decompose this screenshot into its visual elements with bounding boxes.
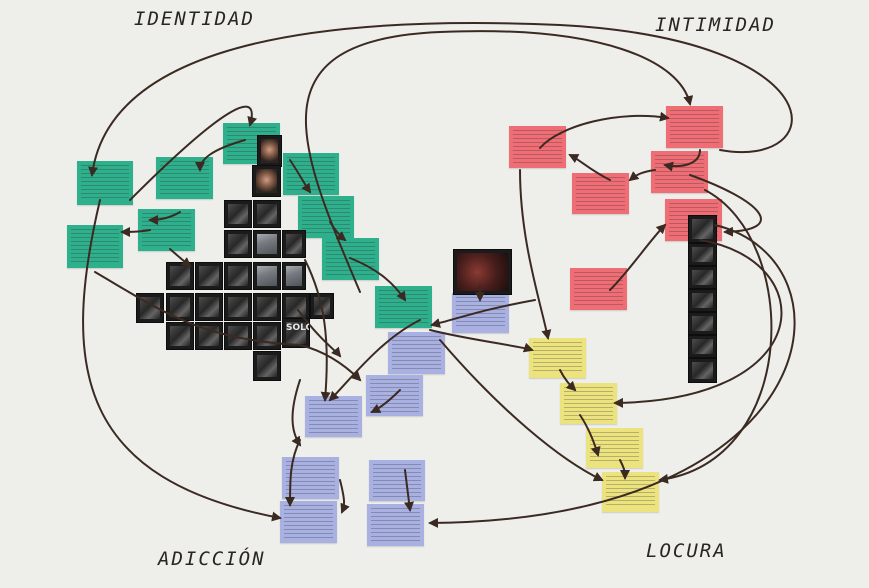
note-blue — [369, 460, 425, 501]
photo-thumbnail-icon — [282, 262, 306, 290]
photo-thumbnail-icon — [688, 243, 717, 266]
note-red — [509, 126, 566, 168]
photo-thumbnail-icon — [257, 135, 282, 167]
photo-thumbnail-icon — [282, 293, 310, 321]
arrow-icon — [291, 379, 302, 447]
photo-thumbnail-icon — [253, 230, 281, 258]
arrow-icon — [428, 224, 796, 528]
arrow-icon — [663, 149, 701, 172]
arrow-icon — [619, 459, 630, 480]
photo-thumbnail-icon — [310, 293, 334, 319]
arrow-icon — [304, 259, 331, 402]
arrow-icon — [628, 169, 656, 182]
photo-caption: SOLO — [286, 323, 309, 333]
arrow-icon — [689, 174, 762, 237]
note-blue — [367, 504, 424, 546]
photo-thumbnail-icon — [688, 289, 717, 312]
note-blue — [452, 293, 509, 333]
photo-thumbnail-icon — [166, 322, 194, 350]
arrow-icon — [339, 479, 350, 514]
label-adiccion: ADICCIÓN — [158, 548, 266, 570]
photo-thumbnail-icon — [282, 230, 306, 258]
note-blue — [305, 396, 362, 437]
arrow-icon — [658, 189, 773, 484]
note-red — [666, 106, 723, 148]
note-blue — [388, 332, 445, 374]
arrow-icon — [579, 414, 601, 457]
arrow-icon — [404, 469, 414, 512]
arrow-icon — [439, 339, 604, 482]
arrow-icon — [370, 389, 401, 413]
arrow-icon — [148, 211, 181, 225]
photo-thumbnail-icon: SOLO — [282, 318, 310, 348]
photo-thumbnail-icon — [688, 335, 717, 358]
note-yellow — [602, 472, 659, 512]
arrow-icon — [129, 105, 258, 201]
photo-thumbnail-icon — [252, 165, 281, 197]
photo-thumbnail-icon — [688, 266, 717, 289]
arrow-icon — [195, 139, 246, 172]
arrow-icon — [289, 159, 312, 194]
arrow-icon — [297, 309, 342, 358]
photo-thumbnail-icon — [224, 322, 252, 350]
arrow-icon — [329, 221, 347, 242]
photo-thumbnail-icon — [253, 200, 281, 228]
note-red — [570, 268, 627, 310]
arrow-icon — [430, 299, 536, 328]
note-green — [156, 157, 213, 199]
note-green — [375, 286, 432, 328]
photo-thumbnail-icon — [224, 293, 252, 321]
arrow-icon — [169, 248, 192, 268]
arrow-icon — [519, 169, 552, 340]
photo-thumbnail-icon — [253, 351, 281, 381]
arrow-icon — [613, 239, 783, 408]
note-red — [572, 173, 629, 214]
arrow-icon — [120, 226, 151, 237]
note-blue — [280, 501, 337, 543]
note-green — [67, 225, 123, 268]
arrow-icon — [559, 369, 577, 392]
photo-thumbnail-icon — [688, 215, 717, 243]
photo-thumbnail-icon — [688, 358, 717, 383]
arrow-icon — [429, 329, 534, 353]
arrow-icon — [328, 319, 421, 402]
arrow-icon — [609, 223, 667, 291]
label-identidad: IDENTIDAD — [134, 8, 255, 30]
label-intimidad: INTIMIDAD — [655, 14, 776, 36]
photo-thumbnail-icon — [253, 262, 281, 290]
arrow-icon — [88, 22, 793, 177]
photo-thumbnail-icon — [224, 200, 252, 228]
arrow-icon — [349, 257, 407, 302]
note-yellow — [529, 338, 586, 378]
photo-thumbnail-icon — [224, 230, 252, 258]
photo-thumbnail-icon — [166, 262, 194, 290]
photo-thumbnail-icon — [253, 293, 281, 321]
photo-thumbnail-icon — [195, 293, 223, 321]
arrow-icon — [568, 154, 611, 181]
photo-thumbnail-icon — [166, 293, 194, 321]
arrow-icon — [539, 111, 670, 149]
photo-thumbnail-icon — [195, 262, 223, 290]
arrow-icon — [82, 199, 282, 522]
arrow-icon — [304, 30, 694, 293]
photo-thumbnail-icon — [224, 262, 252, 290]
label-locura: LOCURA — [646, 540, 727, 562]
arrow-icon — [285, 439, 301, 507]
photo-thumbnail-icon — [688, 312, 717, 335]
arrow-icon — [94, 271, 362, 382]
